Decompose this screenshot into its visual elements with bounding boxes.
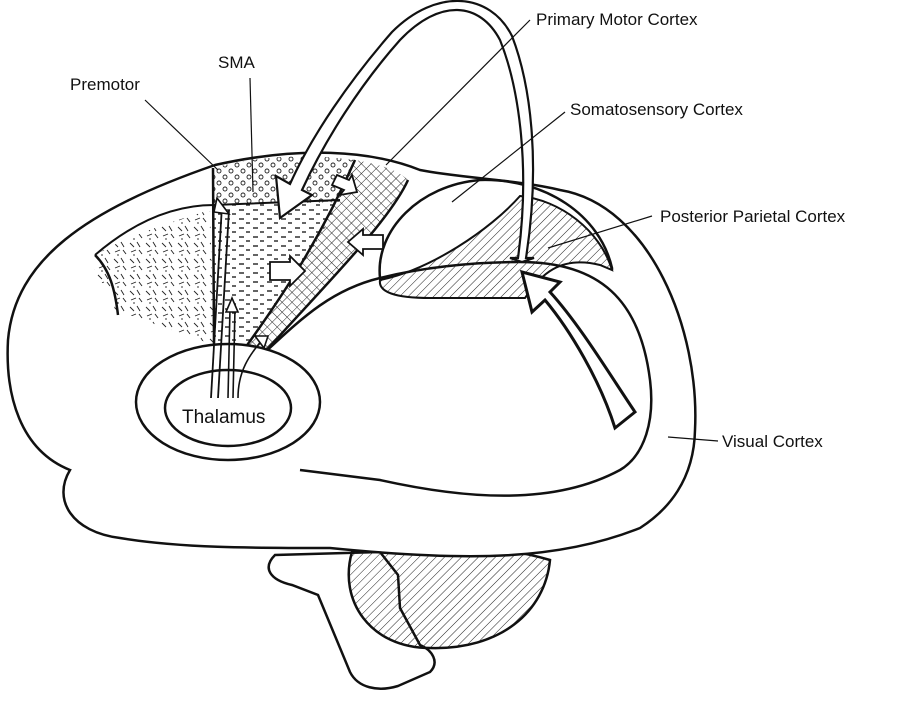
leader-primary-motor (386, 20, 530, 165)
leader-premotor (145, 100, 218, 170)
label-posterior-parietal: Posterior Parietal Cortex (660, 207, 846, 226)
label-visual: Visual Cortex (722, 432, 823, 451)
cerebellum (349, 545, 550, 648)
label-premotor: Premotor (70, 75, 140, 94)
label-somatosensory: Somatosensory Cortex (570, 100, 743, 119)
label-sma: SMA (218, 53, 256, 72)
label-thalamus: Thalamus (182, 407, 265, 428)
label-primary-motor: Primary Motor Cortex (536, 10, 698, 29)
